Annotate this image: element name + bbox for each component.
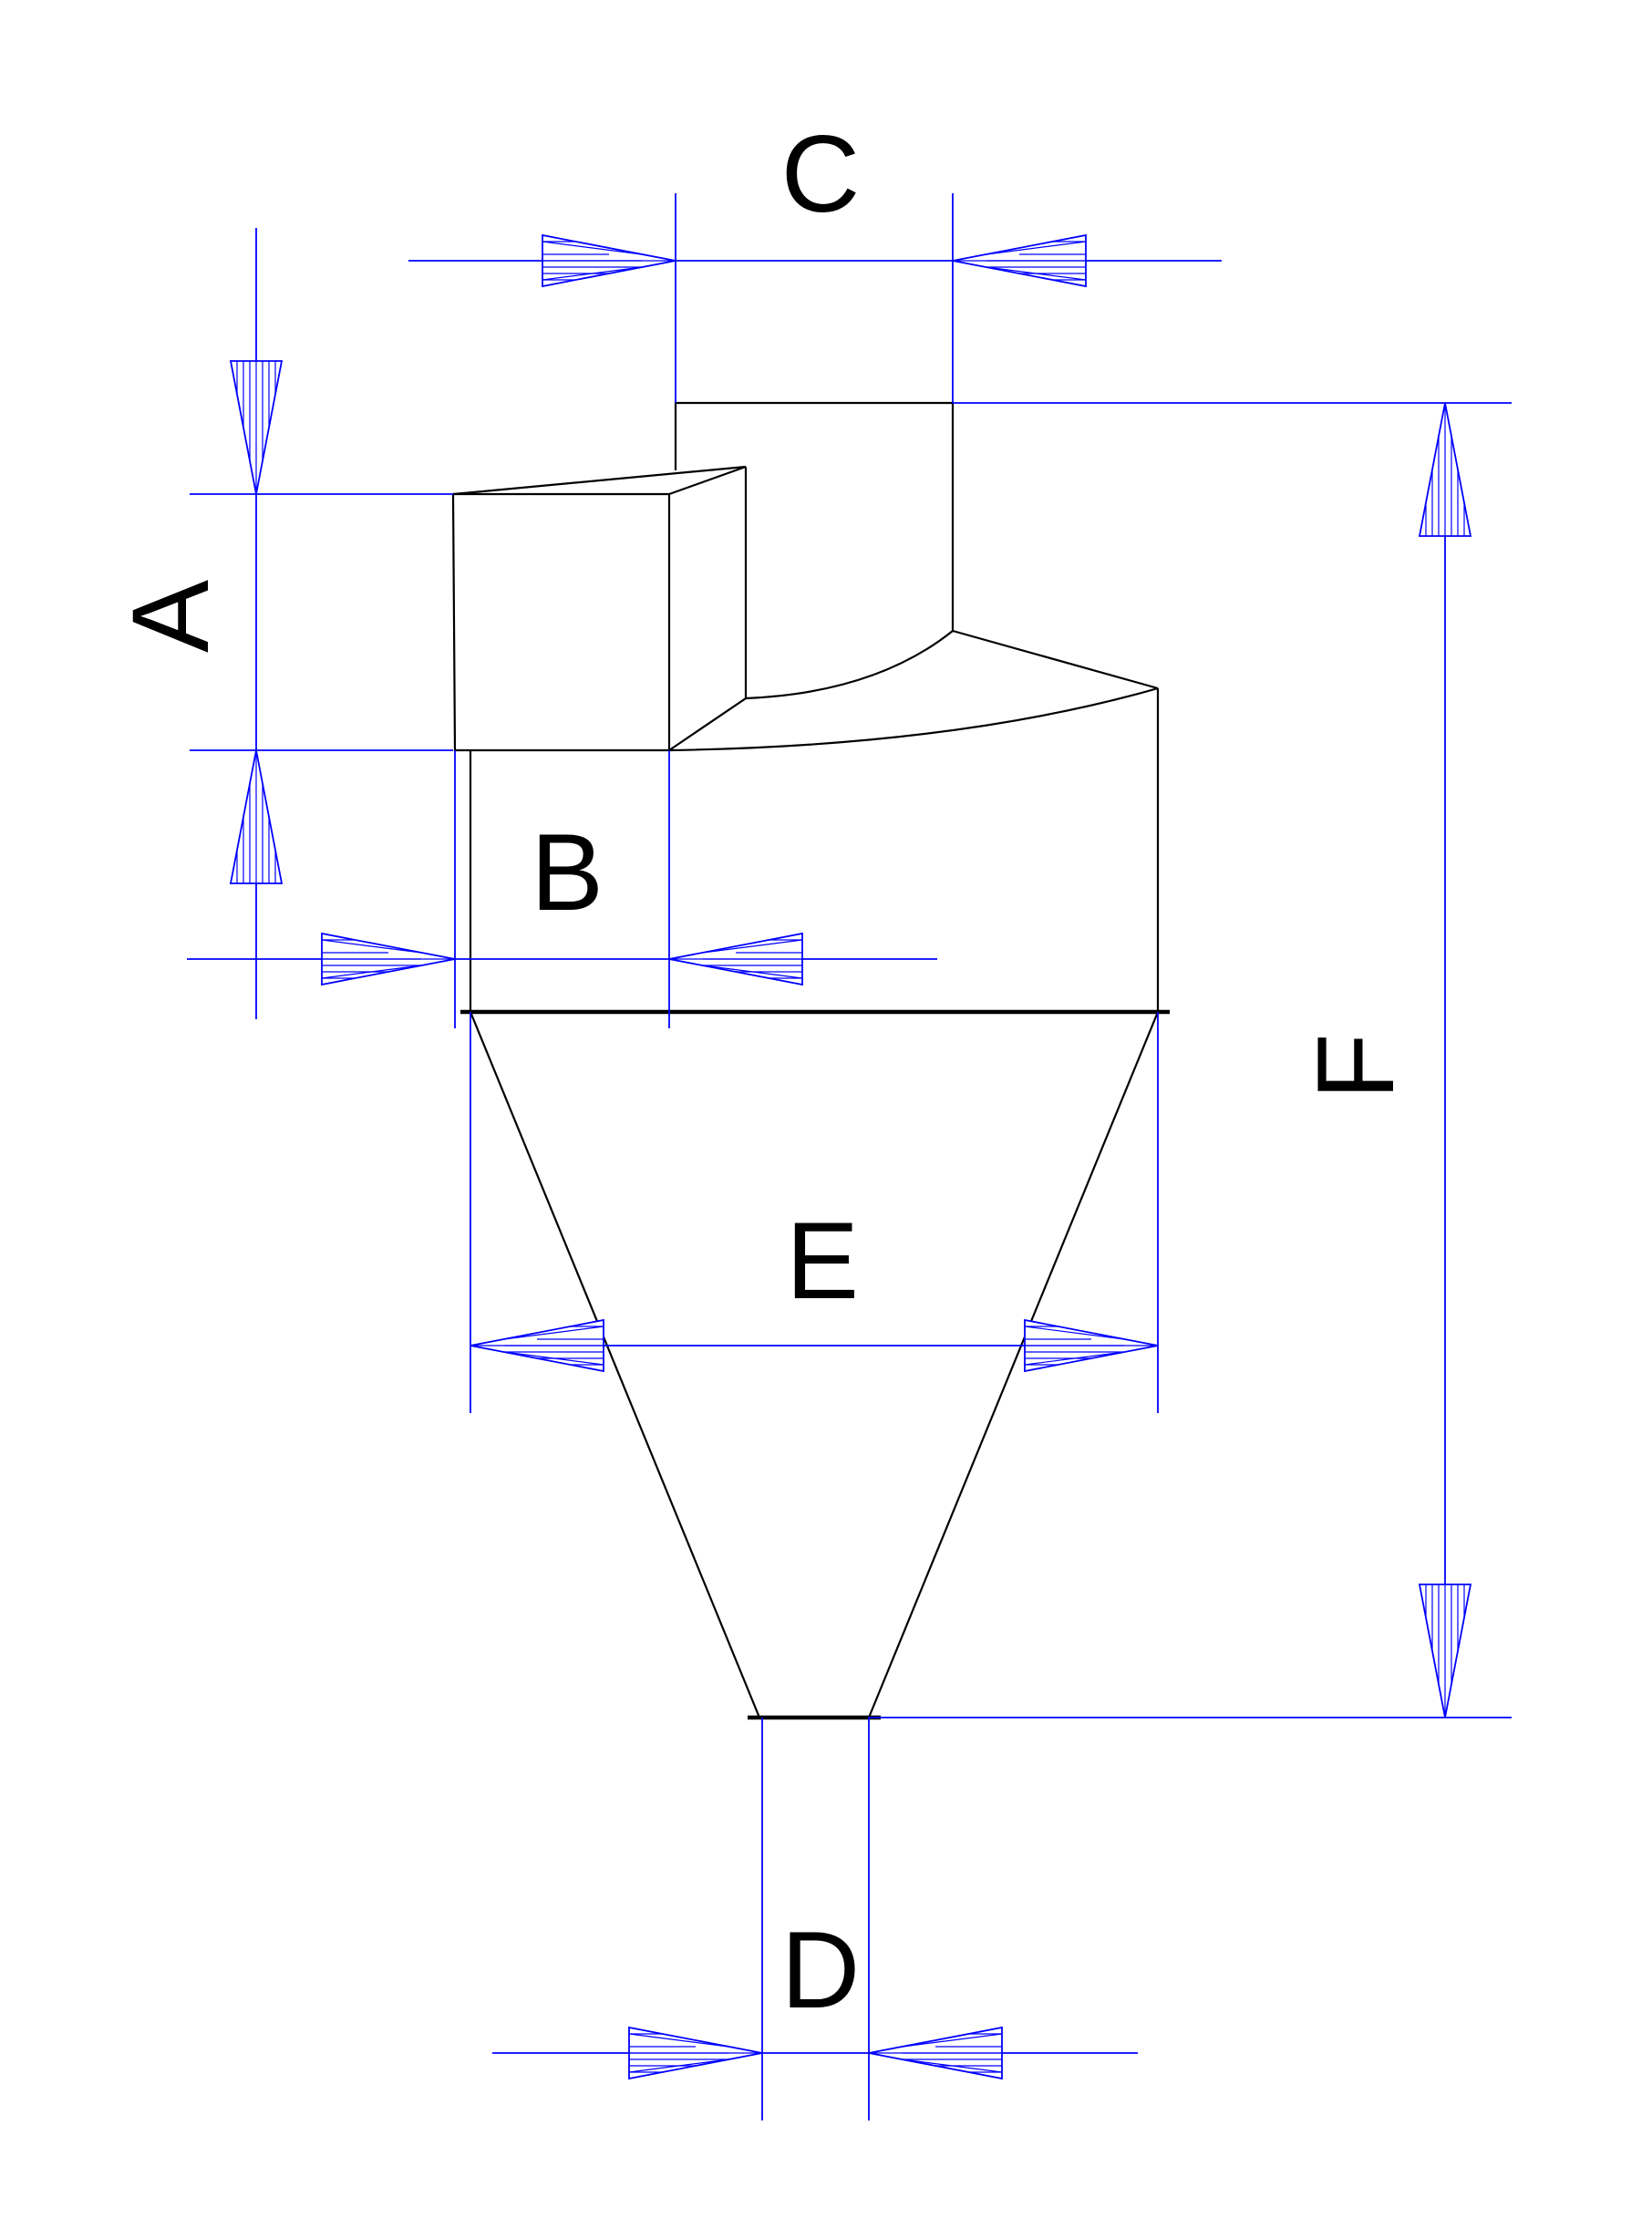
cone-left-wall	[469, 1011, 761, 1718]
inlet-box-side	[668, 467, 748, 751]
arrow-a-bottom	[230, 749, 283, 884]
arrow-c-left	[542, 234, 676, 287]
scroll-top-edge	[952, 629, 1159, 690]
cyclone-body	[451, 401, 1170, 1720]
dimension-lines	[187, 193, 1512, 2120]
label-d: D	[781, 1909, 861, 2031]
label-b: B	[531, 811, 604, 934]
label-c: C	[781, 113, 861, 235]
dimension-labels: C A B E F D	[109, 113, 1417, 2031]
arrow-f-top	[1419, 402, 1471, 537]
arrow-d-right	[868, 2027, 1003, 2079]
arrow-f-bottom	[1419, 1584, 1471, 1718]
arrow-e-left	[470, 1319, 604, 1372]
inlet-scroll-outer	[668, 686, 1159, 752]
arrow-d-left	[628, 2027, 763, 2079]
label-f: F	[1295, 1033, 1417, 1099]
inlet-scroll-inner	[745, 630, 954, 700]
arrow-e-right	[1024, 1319, 1159, 1372]
label-e: E	[786, 1200, 859, 1322]
cone-right-wall	[867, 1011, 1160, 1718]
dimension-arrows	[230, 234, 1471, 2079]
arrow-b-left	[321, 933, 456, 985]
arrow-b-right	[668, 933, 803, 985]
arrow-c-right	[952, 234, 1087, 287]
inlet-box-top	[452, 465, 747, 496]
inlet-box-front	[451, 492, 671, 752]
outlet-pipe	[674, 401, 955, 631]
arrow-a-top	[230, 360, 283, 495]
label-a: A	[109, 580, 232, 653]
